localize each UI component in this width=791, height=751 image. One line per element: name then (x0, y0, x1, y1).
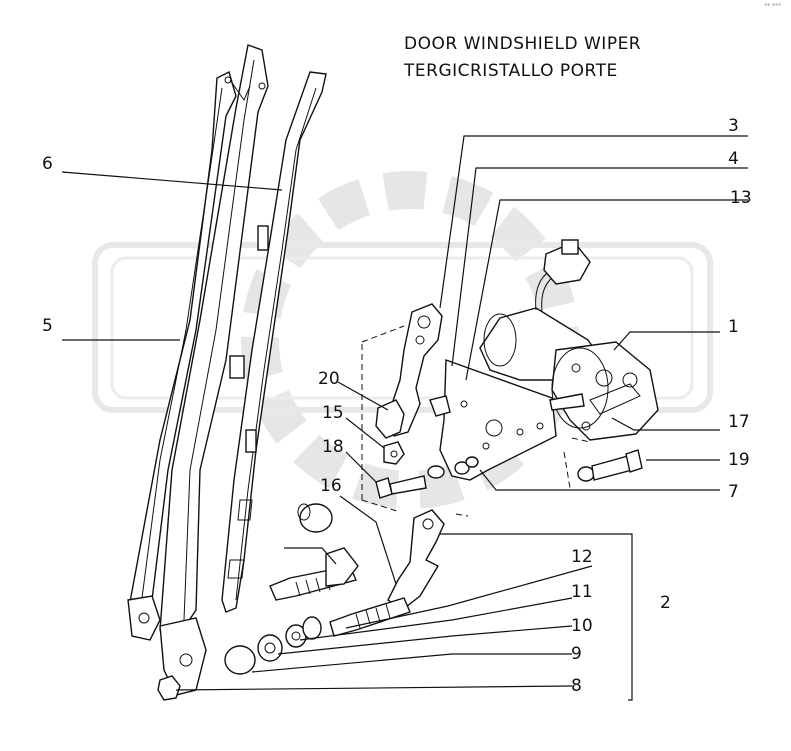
callout-2: 2 (660, 593, 671, 613)
shaft-part-12 (269, 547, 411, 637)
cap-nut-part-8 (157, 675, 181, 701)
bracket-part-3 (375, 303, 443, 439)
title-line-1: DOOR WINDSHIELD WIPER (404, 34, 642, 54)
lever-part-2 (387, 509, 445, 611)
callout-16: 16 (320, 476, 342, 496)
callout-20: 20 (318, 369, 340, 389)
callout-9: 9 (571, 644, 582, 664)
nut-part-15 (383, 441, 405, 465)
callout-10: 10 (571, 616, 593, 636)
leader-lines (61, 135, 748, 701)
washer-part-7 (427, 456, 479, 479)
callout-18: 18 (322, 437, 344, 457)
title-line-2: TERGICRISTALLO PORTE (404, 61, 618, 81)
bushing-part-16 (297, 503, 333, 533)
screw-part-19 (577, 449, 643, 482)
callout-13: 13 (730, 188, 752, 208)
callout-7: 7 (728, 482, 739, 502)
callout-15: 15 (322, 403, 344, 423)
callout-3: 3 (728, 116, 739, 136)
callout-11: 11 (571, 582, 593, 602)
corner-mark: °° °°° (764, 3, 781, 10)
callout-5: 5 (42, 316, 53, 336)
mounting-plate-part-4 (429, 359, 557, 481)
assembly-lines (361, 325, 591, 517)
callout-4: 4 (728, 149, 739, 169)
washer-part-9 (224, 645, 256, 675)
motor-part-1 (479, 239, 659, 441)
bolt-part-18 (375, 475, 427, 499)
callout-6: 6 (42, 154, 53, 174)
nut-part-10 (257, 634, 283, 662)
callout-8: 8 (571, 676, 582, 696)
callout-17: 17 (728, 412, 750, 432)
wiper-arm-part-5 (127, 44, 269, 696)
washer-stack (224, 616, 322, 675)
callout-19: 19 (728, 450, 750, 470)
callout-labels: 3 4 13 6 5 1 20 15 17 18 19 16 7 12 2 11… (42, 116, 752, 696)
wiper-blade-part-6 (221, 71, 327, 613)
callout-1: 1 (728, 317, 739, 337)
callout-12: 12 (571, 547, 593, 567)
